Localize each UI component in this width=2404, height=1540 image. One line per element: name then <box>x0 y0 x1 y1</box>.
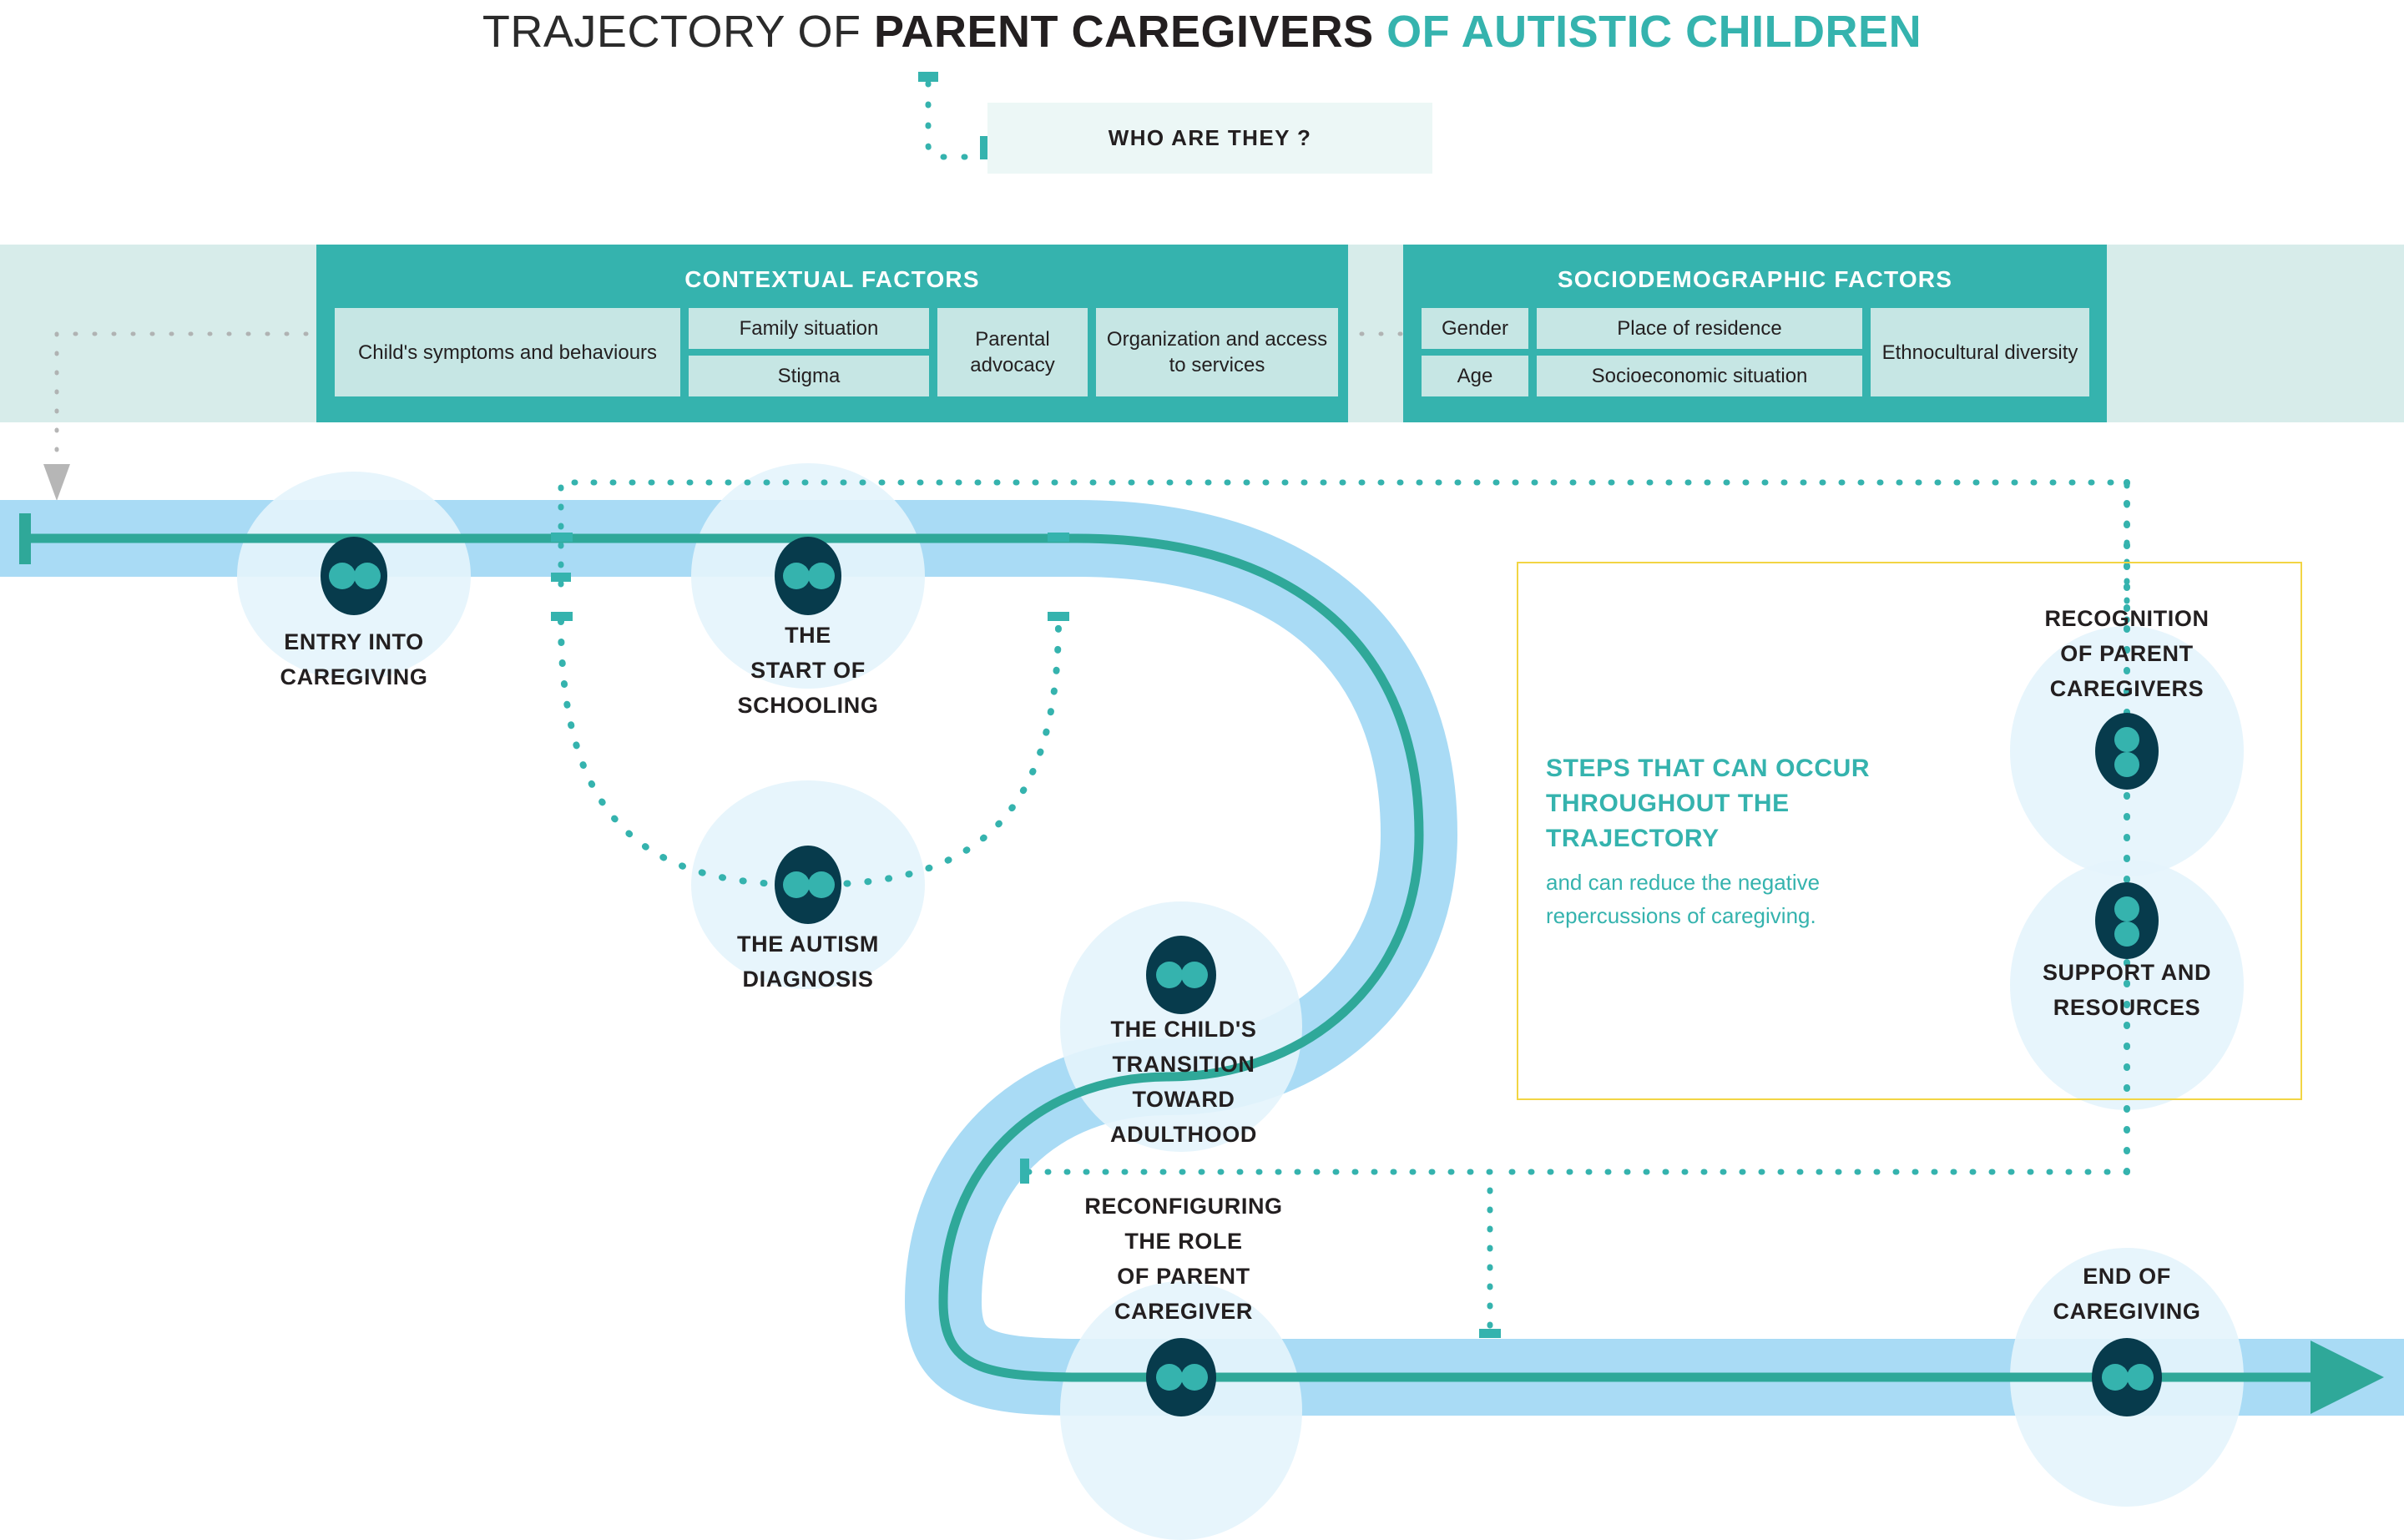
chip-family-situation[interactable]: Family situation <box>689 308 929 349</box>
label-childs-transition-adulthood: THE CHILD'S TRANSITION TOWARD ADULTHOOD <box>1110 1017 1257 1147</box>
sociodemographic-factors-chips: Gender Age Place of residence Socioecono… <box>1413 308 2097 396</box>
label-support-and-resources: SUPPORT AND RESOURCES <box>2042 960 2212 1020</box>
title-part-teal: OF AUTISTIC CHILDREN <box>1373 7 1922 57</box>
marker-autism-diagnosis <box>775 846 841 924</box>
transition-tick-left <box>1020 1159 1029 1184</box>
page-title: TRAJECTORY OF PARENT CAREGIVERS OF AUTIS… <box>0 3 2404 60</box>
label-entry-into-caregiving: ENTRY INTO CAREGIVING <box>280 629 428 689</box>
sociodemographic-factors-heading: SOCIODEMOGRAPHIC FACTORS <box>1557 266 1953 292</box>
contextual-factors-chips: Child's symptoms and behaviours Family s… <box>326 308 1338 396</box>
label-autism-diagnosis: THE AUTISM DIAGNOSIS <box>737 932 879 992</box>
marker-reconfiguring-role <box>1146 1338 1216 1416</box>
road-tick-b-top <box>1048 533 1069 542</box>
who-are-they-box[interactable]: WHO ARE THEY ? <box>987 103 1432 174</box>
road-tick-a-top <box>551 533 573 542</box>
label-reconfiguring-role: RECONFIGURING THE ROLE OF PARENT CAREGIV… <box>1084 1194 1283 1324</box>
chip-socioeconomic-situation[interactable]: Socioeconomic situation <box>1537 356 1862 396</box>
chip-parental-advocacy[interactable]: Parental advocacy <box>937 308 1088 396</box>
marker-start-of-schooling <box>775 537 841 615</box>
chip-organization-access-services[interactable]: Organization and access to services <box>1096 308 1338 396</box>
label-start-of-schooling: THE START OF SCHOOLING <box>737 623 879 718</box>
chip-gender[interactable]: Gender <box>1422 308 1528 349</box>
chip-place-of-residence[interactable]: Place of residence <box>1537 308 1862 349</box>
who-connector-cap <box>918 72 938 82</box>
steps-callout-box <box>1517 562 2302 1100</box>
chip-age[interactable]: Age <box>1422 356 1528 396</box>
who-dotted-connector <box>925 80 982 160</box>
road-tick-b-bottom <box>1048 612 1069 621</box>
title-part-bold: PARENT CAREGIVERS <box>874 7 1374 57</box>
grey-arrowhead-icon <box>43 464 70 501</box>
who-are-they-label: WHO ARE THEY ? <box>1108 125 1312 150</box>
marker-end-of-caregiving <box>2092 1338 2162 1416</box>
label-recognition-parent-caregivers: RECOGNITION OF PARENT CAREGIVERS <box>2044 606 2210 701</box>
title-part-light: TRAJECTORY OF <box>482 7 875 57</box>
contextual-factors-group: CONTEXTUAL FACTORS Child's symptoms and … <box>316 245 1348 422</box>
road-tick-a-bottom <box>551 612 573 621</box>
transition-tick-bottom <box>1479 1329 1501 1338</box>
contextual-factors-heading: CONTEXTUAL FACTORS <box>684 266 980 292</box>
marker-childs-transition-adulthood <box>1146 936 1216 1014</box>
sociodemographic-factors-group: SOCIODEMOGRAPHIC FACTORS Gender Age Plac… <box>1403 245 2107 422</box>
who-box-tick <box>980 136 987 159</box>
chip-childs-symptoms[interactable]: Child's symptoms and behaviours <box>335 308 680 396</box>
steps-callout-subtitle: and can reduce the negative repercussion… <box>1546 870 1821 928</box>
marker-entry-into-caregiving <box>321 537 387 615</box>
steps-callout-title: STEPS THAT CAN OCCUR THROUGHOUT THE TRAJ… <box>1546 755 1871 852</box>
frame-tick-left-top <box>551 573 571 582</box>
label-end-of-caregiving: END OF CAREGIVING <box>2053 1264 2201 1324</box>
chip-stigma[interactable]: Stigma <box>689 356 929 396</box>
chip-ethnocultural-diversity[interactable]: Ethnocultural diversity <box>1871 308 2089 396</box>
